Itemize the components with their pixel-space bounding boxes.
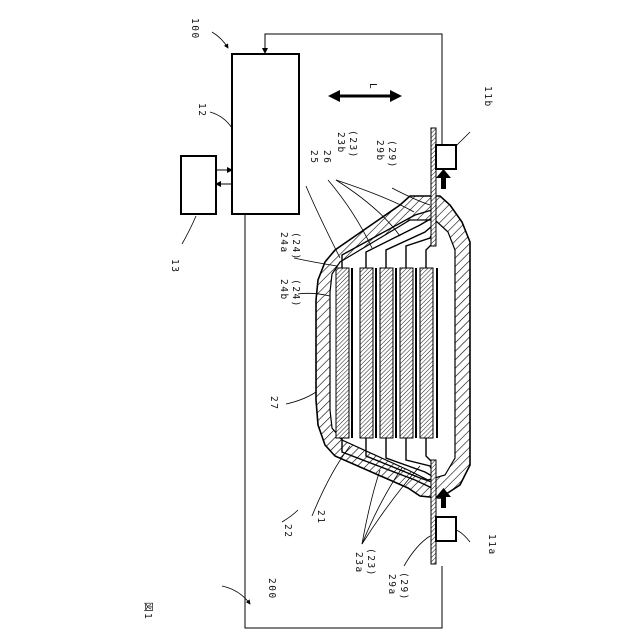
label-L: L (367, 83, 378, 90)
label-26: 26 (321, 150, 332, 164)
label-24b-paren: (24) (290, 279, 301, 308)
direction-arrow (328, 90, 402, 102)
electrode-24b-2 (380, 268, 393, 438)
label-11b: 11b (482, 86, 493, 108)
label-23a-paren: (23) (365, 548, 376, 577)
electrode-24a (360, 268, 373, 438)
label-12: 12 (196, 103, 207, 117)
label-29b-paren: (29) (386, 140, 397, 169)
label-23b: 23b (335, 132, 346, 154)
label-29b: 29b (374, 140, 385, 162)
unit-13 (181, 156, 216, 214)
label-29a-paren: (29) (398, 572, 409, 601)
flow-arrow-top (436, 169, 451, 189)
label-11a: 11a (486, 534, 497, 556)
label-22: 22 (282, 524, 293, 538)
lead-29a (431, 460, 436, 564)
label-25: 25 (308, 150, 319, 164)
electrode-24b-3 (420, 268, 433, 438)
label-21: 21 (315, 510, 326, 524)
label-27: 27 (268, 396, 279, 410)
sensor-11a (436, 517, 456, 541)
electrode-stack (336, 268, 437, 438)
sensor-11b (436, 145, 456, 169)
label-23a: 23a (353, 552, 364, 574)
label-24a: 24a (278, 232, 289, 254)
figure-label: 図1 (142, 602, 153, 620)
label-100: 100 (189, 18, 200, 40)
label-23b-paren: (23) (347, 130, 358, 159)
label-24a-paren: (24) (290, 232, 301, 261)
label-200: 200 (266, 578, 277, 600)
electrode-24a-2 (400, 268, 413, 438)
label-24b: 24b (278, 279, 289, 301)
label-13: 13 (169, 259, 180, 273)
controller-12 (232, 54, 299, 214)
label-29a: 29a (386, 574, 397, 596)
electrode-24b (336, 268, 349, 438)
